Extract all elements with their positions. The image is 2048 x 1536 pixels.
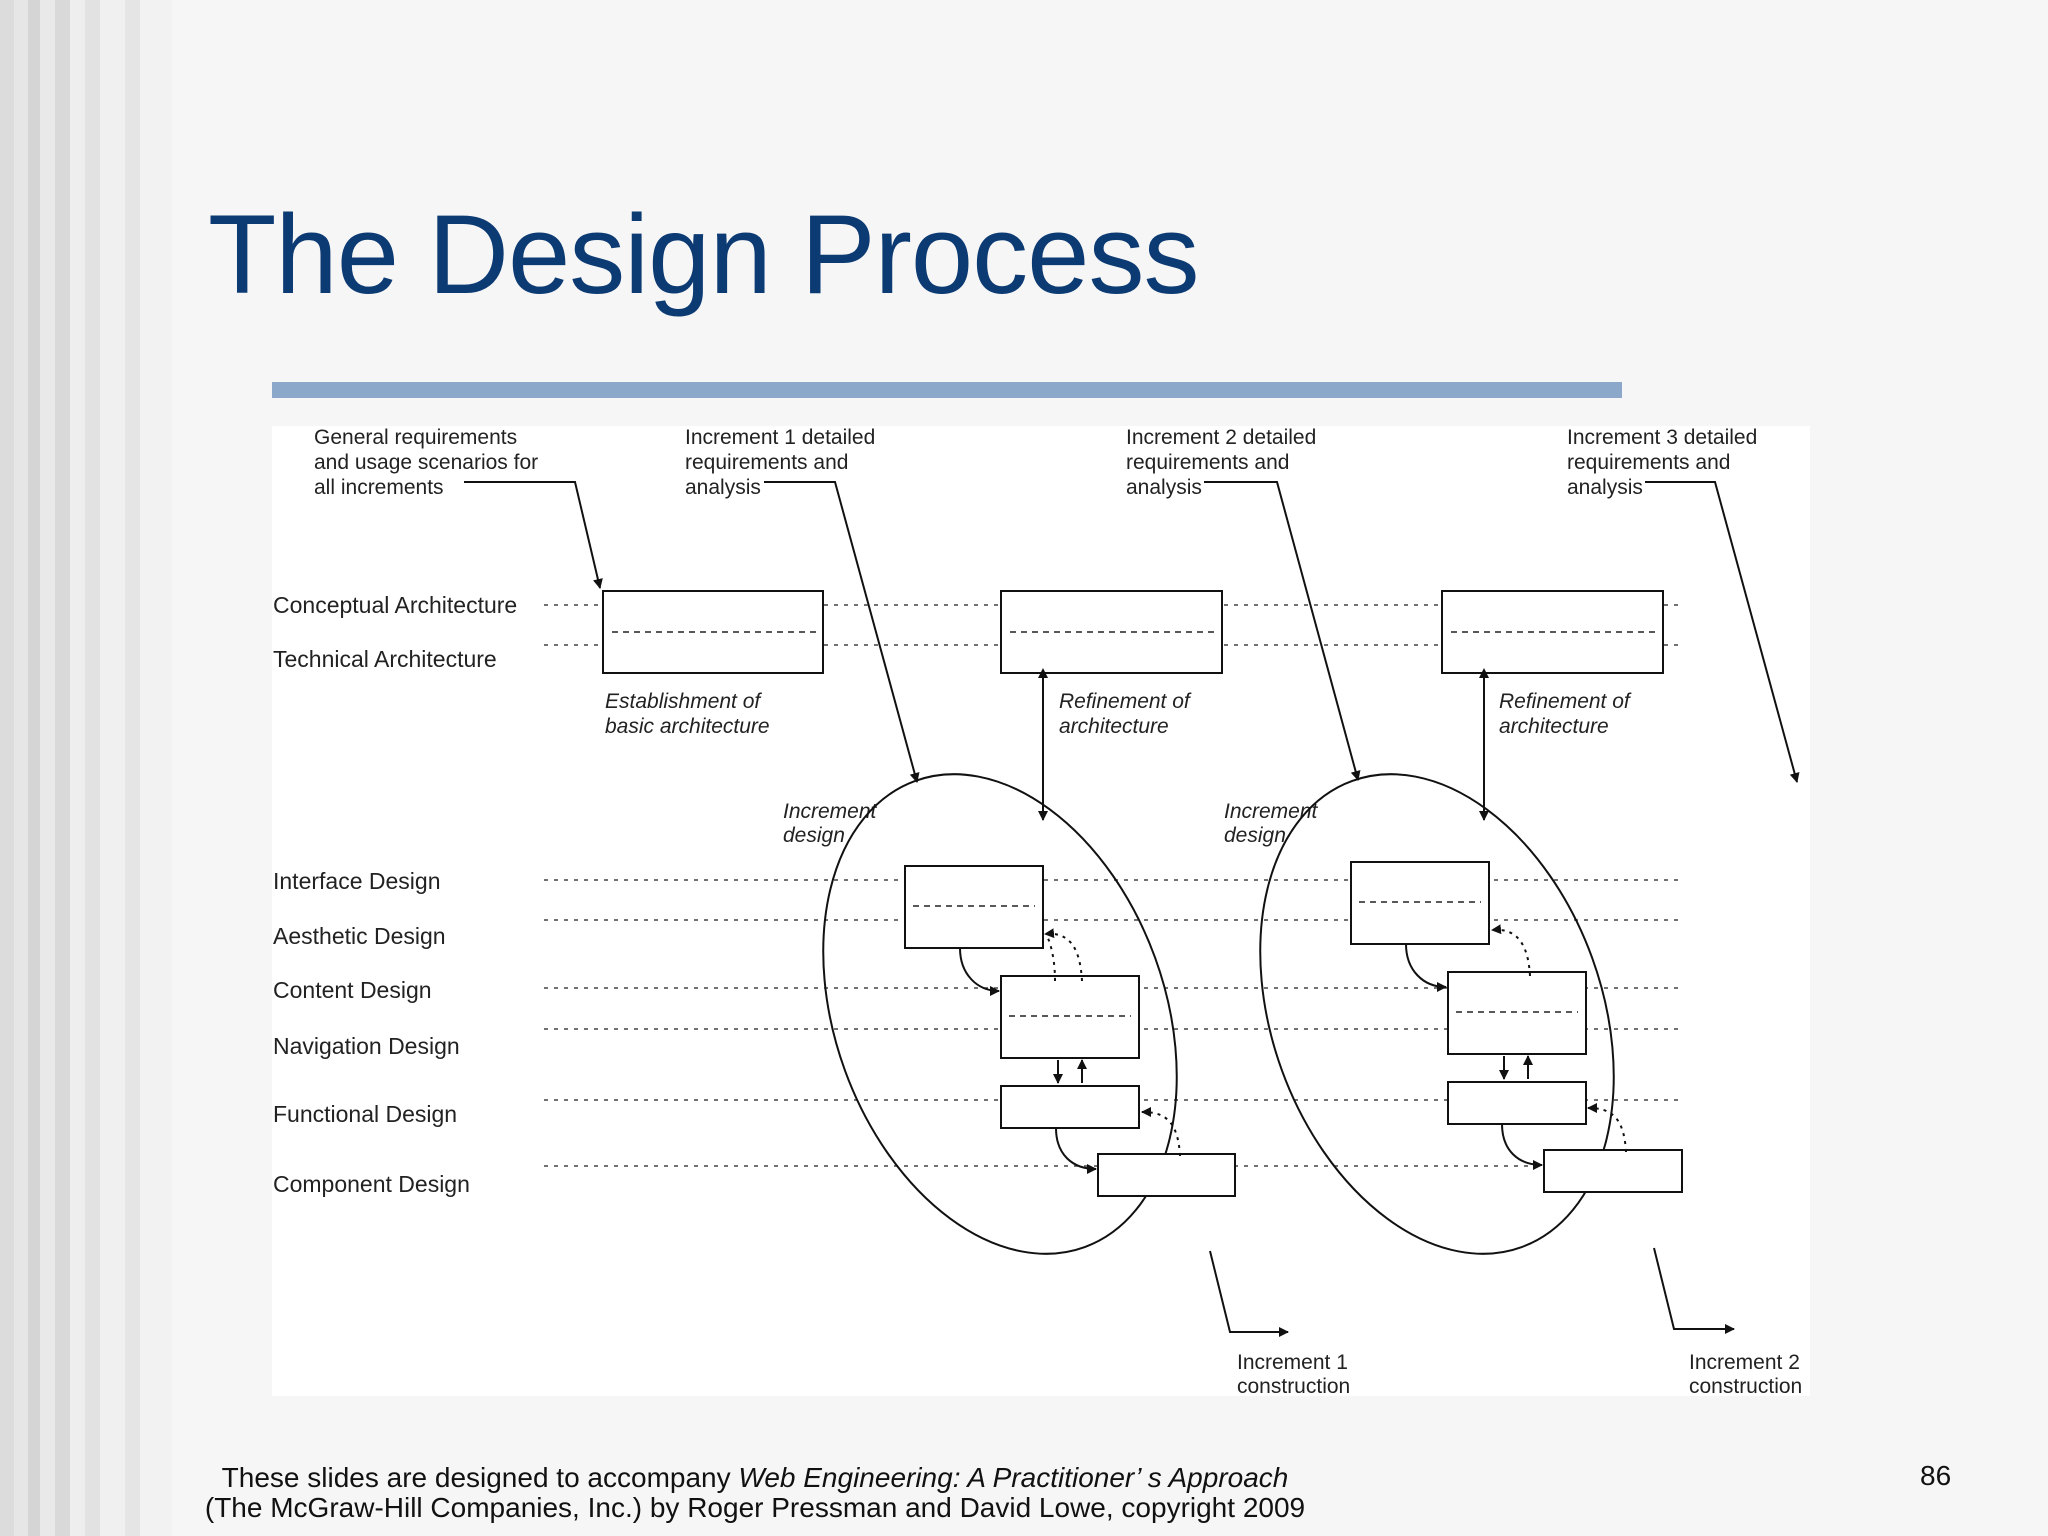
establishment-note: Establishment of basic architecture (605, 690, 770, 738)
general-requirements-note: General requirements and usage scenarios… (314, 426, 544, 499)
footer-line-1: These slides are designed to accompany W… (221, 1462, 1289, 1493)
row-label-navigation-design: Navigation Design (273, 1033, 460, 1059)
increment-2-construction-arrow (1653, 1247, 1735, 1334)
inc1-component-box (1097, 1153, 1236, 1197)
increment-1-construction-arrow (1209, 1250, 1289, 1337)
row-label-conceptual-architecture: Conceptual Architecture (273, 592, 517, 618)
increment-3-requirements-arrow (1645, 481, 1800, 783)
inc1-content-navigation-box (1000, 975, 1140, 1059)
increment-2-design-label: Increment design (1224, 800, 1323, 847)
refinement-note-2: Refinement of architecture (1499, 690, 1636, 738)
increment-2-requirements-arrow (1204, 481, 1361, 781)
inc2-functional-box (1447, 1081, 1587, 1125)
increment-2-design-ellipse (1259, 773, 1615, 1255)
increment-1-design-ellipse (822, 773, 1178, 1255)
increment-3-requirements-note: Increment 3 detailed requirements and an… (1567, 426, 1763, 499)
refinement-note-1: Refinement of architecture (1059, 690, 1196, 738)
inc1-interface-aesthetic-box (904, 865, 1044, 949)
inc1-functional-box (1000, 1085, 1140, 1129)
increment-1-design-label: Increment design (783, 800, 882, 847)
increment-1-requirements-note: Increment 1 detailed requirements and an… (685, 426, 881, 499)
row-label-content-design: Content Design (273, 977, 432, 1003)
row-label-interface-design: Interface Design (273, 868, 440, 894)
design-process-diagram: General requirements and usage scenarios… (272, 426, 1810, 1396)
row-label-aesthetic-design: Aesthetic Design (273, 923, 446, 949)
title-underline (272, 382, 1622, 398)
page-number: 86 (1920, 1460, 1952, 1491)
increment-2-requirements-note: Increment 2 detailed requirements and an… (1126, 426, 1322, 499)
slide-title: The Design Process (208, 192, 1199, 317)
increment-2-construction-label: Increment 2 construction (1689, 1351, 1806, 1396)
row-label-component-design: Component Design (273, 1171, 470, 1197)
general-requirements-arrow (464, 481, 603, 589)
increment-1-requirements-arrow (764, 481, 920, 783)
inc2-component-box (1543, 1149, 1683, 1193)
inc2-content-navigation-box (1447, 971, 1587, 1055)
row-label-functional-design: Functional Design (273, 1101, 457, 1127)
book-title: Web Engineering: A Practitioner’ s Appro… (738, 1462, 1289, 1493)
inc2-interface-aesthetic-box (1350, 861, 1490, 945)
footer-line-2: (The McGraw-Hill Companies, Inc.) by Rog… (204, 1492, 1306, 1523)
footer-citation: These slides are designed to accompany W… (170, 1463, 1340, 1523)
increment-1-construction-label: Increment 1 construction (1237, 1351, 1354, 1396)
row-label-technical-architecture: Technical Architecture (273, 646, 497, 672)
